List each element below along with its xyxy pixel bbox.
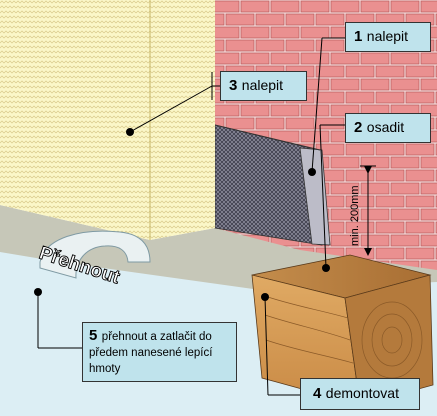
leader-dot-5	[34, 288, 42, 296]
leader-lines	[37, 37, 345, 396]
label-4-text: demontovat	[325, 385, 399, 401]
label-1: 1 nalepit	[345, 22, 431, 52]
label-1-text: nalepit	[366, 28, 409, 44]
label-5-line-1: přehnout a zatlačit do	[101, 331, 212, 343]
label-5-line-2: předem nanesené lepící	[89, 347, 213, 359]
leader-dot-3	[126, 128, 134, 136]
leader-dot-1	[308, 168, 316, 176]
bent-sheet	[39, 230, 151, 279]
label-5-line-3: hmoty	[89, 363, 121, 375]
label-5: 5 přehnout a zatlačit do předem nanesené…	[82, 322, 237, 382]
leader-dot-2	[322, 264, 330, 272]
label-2-number: 2	[354, 119, 363, 136]
label-2: 2 osadit	[345, 113, 431, 143]
label-5-number: 5	[89, 327, 98, 344]
label-4-number: 4	[313, 385, 322, 402]
insulation-block	[0, 0, 150, 240]
label-1-number: 1	[354, 28, 363, 45]
leader-dot-4	[261, 293, 269, 301]
label-3: 3 nalepit	[220, 71, 307, 101]
height-label: min. 200mm	[349, 185, 361, 246]
wood-grain	[261, 294, 423, 379]
insulation-side	[150, 0, 215, 240]
membrane-fold	[299, 147, 331, 246]
label-2-text: osadit	[366, 119, 405, 135]
membrane-top-edge	[214, 124, 321, 151]
label-4: 4 demontovat	[300, 378, 420, 410]
label-3-text: nalepit	[241, 77, 284, 93]
label-3-number: 3	[229, 77, 238, 94]
wood-end	[344, 274, 434, 406]
